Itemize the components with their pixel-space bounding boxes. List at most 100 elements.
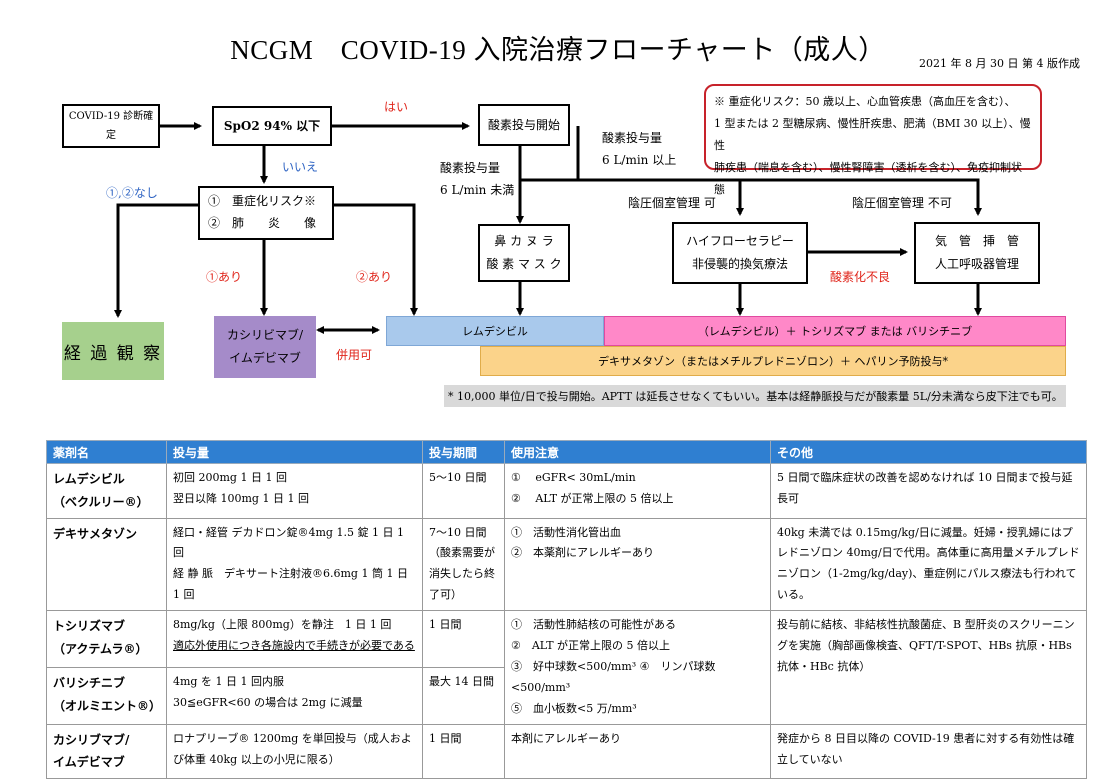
o2-high-label-2: 6 L/min 以上 — [602, 152, 677, 167]
other-cell: 投与前に結核、非結核性抗酸菌症、B 型肝炎のスクリーニングを実施（胸部画像検査、… — [770, 610, 1087, 725]
dose-line: 30≦eGFR<60 の場合は 2mg に減量 — [173, 695, 363, 709]
dose-line: 4mg を 1 日 1 回内服 — [173, 674, 284, 688]
drug-name: デキサメタゾン — [46, 517, 167, 612]
drug-brand-line: イムデビマブ — [53, 755, 125, 770]
drug-name-line: トシリズマブ — [53, 619, 126, 634]
heparin-footnote: * 10,000 単位/日で投与開始。APTT は延長させなくてもいい。基本は経… — [444, 385, 1066, 407]
remdesivir-plus-band: （レムデシビル）＋ トシリズマブ または バリシチニブ — [604, 316, 1066, 346]
dose-cell: 4mg を 1 日 1 回内服 30≦eGFR<60 の場合は 2mg に減量 — [166, 666, 423, 725]
revision-date: 2021 年 8 月 30 日 第 4 版作成 — [919, 57, 1080, 70]
o2-low-label: 酸素投与量 6 L/min 未満 — [440, 158, 514, 201]
dose-cell: ロナプリーブ® 1200mg を単回投与（成人および体重 40kg 以上の小児に… — [166, 723, 423, 779]
page-title: NCGM COVID-19 入院治療フローチャート（成人） — [230, 35, 886, 65]
flow-arrows — [114, 122, 982, 334]
col-header-period: 投与期間 — [422, 440, 505, 464]
risk-criteria-line1: ① 重症化リスク※ — [208, 194, 317, 209]
hfnc-line2: 非侵襲的換気療法 — [691, 257, 788, 271]
oxygenation-poor-label: 酸素化不良 — [830, 270, 891, 284]
caution-line: ① eGFR< 30mL/min — [511, 471, 636, 484]
other-cell: 5 日間で臨床症状の改善を認めなければ 10 日間まで投与延長可 — [770, 463, 1087, 519]
dexamethasone-band: デキサメタゾン（またはメチルプレドニゾロン）＋ ヘパリン予防投与* — [480, 346, 1066, 376]
period-cell: 1 日間 — [422, 610, 505, 668]
drug-name: カシリブマブ/イムデビマブ — [46, 723, 167, 779]
caution-line: ② 本薬剤にアレルギーあり — [511, 546, 654, 560]
observation-box: 経 過 観 察 — [62, 322, 164, 380]
caution-line: ① 活動性肺結核の可能性がある — [511, 618, 676, 632]
dose-line: 翌日以降 100mg 1 日 1 回 — [173, 491, 309, 505]
intub-line2: 人工呼吸器管理 — [934, 257, 1019, 271]
intub-line1: 気 管 挿 管 — [934, 234, 1019, 249]
combined-use-label: 併用可 — [336, 348, 373, 362]
room-ok-label: 陰圧個室管理 可 — [628, 196, 716, 210]
antibody-line1: カシリビマブ/ — [226, 328, 304, 343]
risk-note-line3: 肺疾患（喘息を含む）、慢性腎障害（透析を含む）、免疫抑制状態 — [714, 161, 1022, 196]
drug-name-line: レムデシビル — [53, 472, 125, 486]
none-label: ①,②なし — [106, 186, 158, 200]
drug-name-line: バリシチニブ — [53, 675, 126, 690]
period-cell: 1 日間 — [422, 723, 505, 779]
o2-high-label-1: 酸素投与量 — [602, 131, 663, 145]
caution-cell: ① 活動性消化管出血 ② 本薬剤にアレルギーあり — [504, 517, 771, 612]
drug-brand-line: （オルミエント®） — [53, 698, 162, 713]
drug-brand-line: （ベクルリー®） — [53, 494, 149, 509]
caution-line: ① 活動性消化管出血 — [511, 525, 621, 539]
dose-line: 経口・経管 デカドロン錠®4mg 1.5 錠 1 日 1 回 — [173, 525, 404, 560]
dose-cell: 8mg/kg（上限 800mg）を静注 1 日 1 回適応外使用につき各施設内で… — [166, 610, 423, 668]
table-row: カシリブマブ/イムデビマブ ロナプリーブ® 1200mg を単回投与（成人および… — [46, 723, 1087, 779]
o2-high-label: 酸素投与量 6 L/min 以上 — [602, 128, 676, 171]
dose-line: 初回 200mg 1 日 1 回 — [173, 471, 287, 484]
dose-cell: 初回 200mg 1 日 1 回翌日以降 100mg 1 日 1 回 — [166, 463, 423, 519]
drug-name: トシリズマブ（アクテムラ®） — [46, 610, 167, 668]
caution-line: ② ALT が正常上限の 5 倍以上 — [511, 639, 671, 653]
table-header-row: 薬剤名 投与量 投与期間 使用注意 その他 — [46, 440, 1087, 464]
has2-label: ②あり — [356, 270, 393, 284]
no-label: いいえ — [282, 160, 319, 174]
has1-label: ①あり — [206, 270, 243, 284]
col-header-caution: 使用注意 — [504, 440, 771, 464]
oxygen-start-box: 酸素投与開始 — [478, 104, 570, 146]
other-cell: 発症から 8 日目以降の COVID-19 患者に対する有効性は確立していない — [770, 723, 1087, 779]
table-row: トシリズマブ（アクテムラ®） 8mg/kg（上限 800mg）を静注 1 日 1… — [46, 610, 1087, 725]
nasal-line1: 鼻 カ ヌ ラ — [494, 234, 554, 249]
risk-criteria-box: ① 重症化リスク※ ② 肺 炎 像 — [198, 186, 334, 240]
yes-label: はい — [384, 100, 409, 114]
dose-line: 適応外使用につき各施設内で手続きが必要である — [173, 639, 415, 653]
dose-line: 経 静 脈 デキサート注射液®6.6mg 1 筒 1 日 1 回 — [173, 567, 408, 602]
diagnosis-box: COVID-19 診断確定 — [62, 104, 160, 148]
spo2-box: SpO2 94% 以下 — [212, 106, 332, 146]
remdesivir-band: レムデシビル — [386, 316, 604, 346]
caution-cell: ① 活動性肺結核の可能性がある ② ALT が正常上限の 5 倍以上 ③ 好中球… — [504, 610, 771, 725]
high-flow-box: ハイフローセラピー 非侵襲的換気療法 — [672, 222, 808, 284]
caution-line: ② ALT が正常上限の 5 倍以上 — [511, 491, 674, 505]
caution-cell: ① eGFR< 30mL/min ② ALT が正常上限の 5 倍以上 — [504, 463, 771, 519]
table-row: デキサメタゾン 経口・経管 デカドロン錠®4mg 1.5 錠 1 日 1 回経 … — [46, 517, 1087, 612]
nasal-cannula-box: 鼻 カ ヌ ラ 酸 素 マ ス ク — [478, 224, 570, 282]
drug-table: 薬剤名 投与量 投与期間 使用注意 その他 レムデシビル （ベクルリー®） 初回 … — [46, 440, 1087, 779]
dose-cell: 経口・経管 デカドロン錠®4mg 1.5 錠 1 日 1 回経 静 脈 デキサー… — [166, 517, 423, 612]
period-cell: 最大 14 日間 — [422, 666, 505, 725]
col-header-other: その他 — [770, 440, 1087, 464]
antibody-box: カシリビマブ/ イムデビマブ — [214, 316, 316, 378]
risk-note-line1: ※ 重症化リスク：50 歳以上、心血管疾患（高血圧を含む）、 — [714, 95, 1016, 108]
caution-line: ⑤ 血小板数<5 万/mm³ — [511, 701, 637, 715]
risk-note-line2: 1 型または 2 型糖尿病、慢性肝疾患、肥満（BMI 30 以上）、慢性 — [714, 117, 1031, 152]
intubation-box: 気 管 挿 管 人工呼吸器管理 — [914, 222, 1040, 284]
risk-factor-note: ※ 重症化リスク：50 歳以上、心血管疾患（高血圧を含む）、 1 型または 2 … — [704, 84, 1042, 196]
table-row: バリシチニブ （オルミエント®） 4mg を 1 日 1 回内服 30≦eGFR<6… — [46, 666, 1087, 725]
antibody-line2: イムデビマブ — [229, 351, 301, 365]
col-header-dose: 投与量 — [166, 440, 423, 464]
drug-name: レムデシビル （ベクルリー®） — [46, 463, 167, 519]
caution-cell: 本剤にアレルギーあり — [504, 723, 771, 779]
nasal-line2: 酸 素 マ ス ク — [486, 257, 562, 271]
caution-line: ③ 好中球数<500/mm³ ④ リンパ球数<500/mm³ — [511, 659, 716, 694]
drug-name: バリシチニブ （オルミエント®） — [46, 666, 167, 725]
o2-low-label-2: 6 L/min 未満 — [440, 182, 515, 197]
o2-low-label-1: 酸素投与量 — [440, 161, 501, 175]
dose-line: 8mg/kg（上限 800mg）を静注 1 日 1 回 — [173, 618, 392, 632]
other-cell: 40kg 未満では 0.15mg/kg/日に減量。妊婦・授乳婦にはプレドニゾロン… — [770, 517, 1087, 612]
period-cell: 5〜10 日間 — [422, 463, 505, 519]
table-row: レムデシビル （ベクルリー®） 初回 200mg 1 日 1 回翌日以降 100m… — [46, 463, 1087, 519]
room-ng-label: 陰圧個室管理 不可 — [852, 196, 952, 210]
col-header-drug: 薬剤名 — [46, 440, 167, 464]
drug-name-line: カシリブマブ/ — [53, 732, 130, 747]
